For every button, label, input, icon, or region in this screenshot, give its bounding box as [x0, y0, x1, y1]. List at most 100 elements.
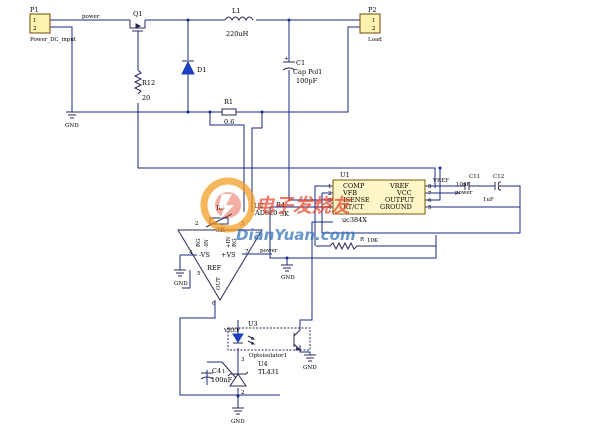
transistor-q1: Q1	[129, 10, 146, 34]
d1-ref: D1	[197, 66, 206, 74]
connector-p2: P2 1 2 Load	[359, 6, 382, 43]
p2-pin2: 2	[372, 26, 376, 32]
watermark-brand: 电子发烧友	[255, 195, 353, 217]
c4-ref: C4	[212, 367, 221, 375]
gnd-symbol-3: GND	[281, 264, 295, 281]
u1-num-8: 8	[428, 184, 432, 190]
c12-ref: C12	[493, 174, 504, 180]
u2-pin-rg2: RG	[232, 238, 238, 247]
c1-ref: C1	[296, 59, 305, 67]
q1-ref: Q1	[133, 10, 142, 18]
u2-pin-4: 4	[189, 250, 193, 256]
u1-pin-vcc: VCC	[396, 189, 412, 197]
u1-num-4: 4	[328, 205, 332, 211]
junctions	[186, 18, 442, 398]
u3-ref: U3	[248, 320, 258, 328]
u2-pin-vs-pos: +VS	[221, 251, 236, 259]
u1-ref: U1	[340, 171, 350, 179]
p2-ref: P2	[368, 6, 377, 14]
capacitor-c11: C11 10nF	[456, 174, 480, 190]
net-label-power-top: power	[82, 14, 100, 20]
u2-pin-in-neg: -IN	[204, 239, 210, 248]
r4-ref: R4	[276, 201, 285, 209]
regulator-u4: U4 TL431 3 1 2	[221, 357, 279, 396]
u1-pin-vref: VREF	[389, 182, 409, 190]
r4-value: 3K	[280, 210, 289, 218]
resistor-r4: R4 3K	[269, 201, 289, 218]
net-label-power-right: power	[455, 190, 473, 196]
diode-d1: D1	[181, 60, 206, 75]
u2-pin-rg1: RG	[196, 238, 202, 247]
u1-num-6: 6	[428, 198, 432, 204]
u1-num-1: 1	[328, 184, 332, 190]
p1-pin2: 2	[33, 26, 37, 32]
u2-pin-out: OUT	[216, 277, 222, 290]
p1-ref: P1	[30, 6, 39, 14]
c11-ref: C11	[469, 174, 480, 180]
p1-name: Power_DC_input	[30, 37, 77, 43]
resistor-r-feedback: R 10K	[329, 237, 379, 251]
u1-pin-isense: ISENSE	[343, 196, 370, 204]
u2-pin-ref: REF	[207, 264, 222, 272]
r12-value: 20	[142, 94, 150, 102]
c4-value: 100nF	[211, 376, 233, 384]
c11-value: 10nF	[456, 182, 471, 188]
u2-name: AD620	[254, 209, 277, 217]
optoisolator-u3: U3 Optoisolator1	[227, 320, 311, 359]
u4-ref: U4	[258, 360, 268, 368]
connector-p1: P1 1 2 Power_DC_input	[29, 6, 77, 43]
r1-ref: R1	[224, 98, 233, 106]
gnd-label-3: GND	[281, 275, 295, 281]
p2-name: Load	[368, 37, 382, 43]
r-fb-value: 10K	[367, 238, 379, 244]
u1-pin-vfb: VFB	[342, 189, 357, 197]
gnd-label-4: GND	[303, 365, 317, 371]
resistor-r1: R1 0.6	[221, 98, 237, 126]
u1-num-3: 3	[328, 198, 332, 204]
watermark: 电子发烧友 DianYuan.com	[200, 177, 356, 244]
ic-u1: COMP VFB ISENSE RT/CT VREF VCC OUTPUT GR…	[328, 171, 432, 224]
u1-num-7: 7	[428, 191, 432, 197]
gnd-symbol-2: GND	[174, 269, 188, 287]
u1-num-2: 2	[328, 191, 332, 197]
net-label-power-amp: power	[260, 248, 278, 254]
gnd-label-2: GND	[174, 281, 188, 287]
capacitor-c4: C4 100nF	[200, 367, 233, 384]
gnd-symbol-4: GND	[303, 354, 317, 371]
watermark-site: DianYuan.com	[236, 226, 356, 244]
resistor-r12: R12 20	[133, 69, 155, 102]
wires	[50, 19, 521, 408]
l1-value: 220uH	[226, 30, 249, 38]
r12-ref: R12	[142, 79, 155, 87]
l1-ref: L1	[232, 7, 240, 15]
inductor-l1: L1 220uH	[224, 7, 254, 38]
u1-num-5: 5	[428, 205, 432, 211]
c1-value2: 100pF	[296, 77, 318, 85]
u4-num-3: 3	[241, 357, 245, 363]
u1-name: uc384X	[342, 216, 367, 224]
capacitor-c12: C12 1uF	[483, 174, 504, 203]
u1-pin-output: OUTPUT	[385, 196, 415, 204]
gnd-symbol-5: GND	[231, 407, 245, 425]
u2-pin-6: 6	[212, 301, 216, 307]
u2-pin-2: 2	[195, 221, 199, 227]
u3-name: Optoisolator1	[249, 353, 287, 359]
u2-pin-7: 7	[245, 249, 249, 255]
gnd-symbol-1: GND	[65, 111, 79, 129]
u1-pin-rtct: RT/CT	[343, 203, 364, 211]
net-label-vref-u3: VREF	[223, 328, 240, 334]
u1-pin-comp: COMP	[343, 182, 365, 190]
u2-pin-5: 5	[197, 271, 201, 277]
capacitor-c1: + C1 Cap Pol1 100pF	[282, 56, 322, 85]
p1-pin1: 1	[33, 18, 37, 24]
net-label-vref-u1: VREF	[432, 178, 449, 184]
c12-value: 1uF	[483, 197, 494, 203]
c1-value1: Cap Pol1	[293, 68, 322, 76]
u4-num-1: 1	[222, 369, 226, 375]
u2-pin-in-pos: +IN	[226, 236, 232, 248]
gnd-label-1: GND	[65, 123, 79, 129]
u1-pin-ground: GROUND	[380, 203, 412, 211]
u4-num-2: 2	[241, 390, 245, 396]
